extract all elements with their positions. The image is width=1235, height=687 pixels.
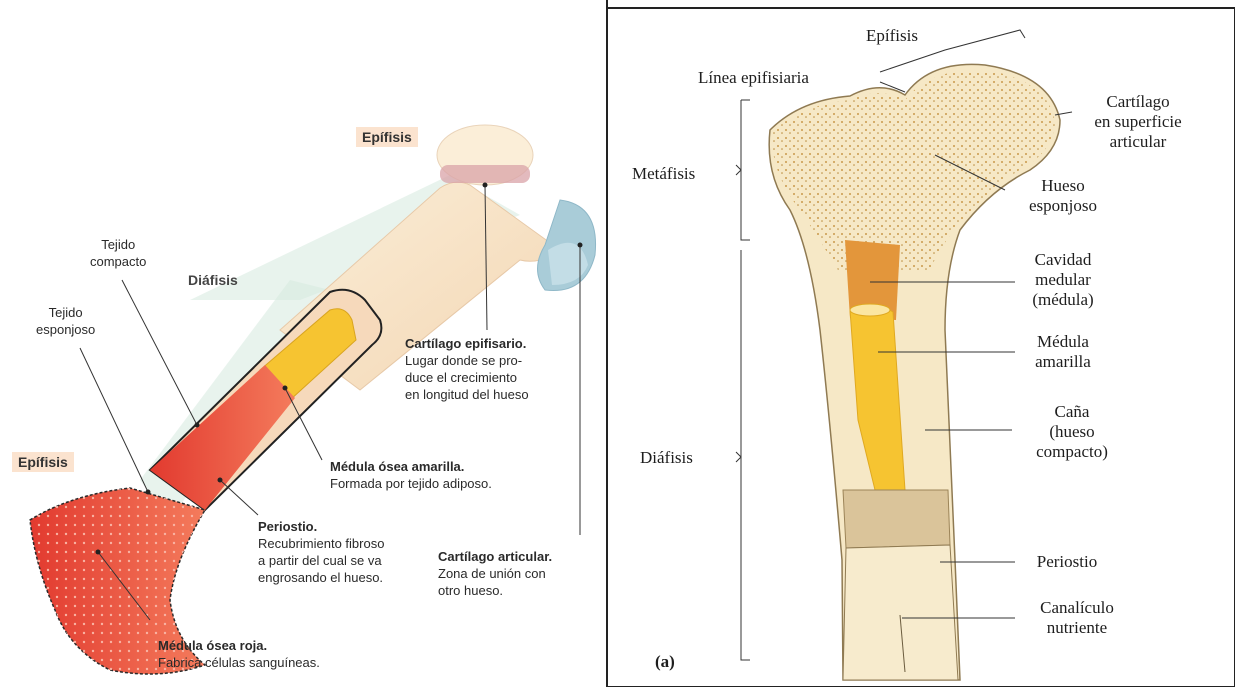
label-periostio-right: Periostio: [1012, 552, 1122, 572]
label-epifisis-top: Epífisis: [356, 127, 418, 147]
label-medula-amarilla-left: Médula ósea amarilla. Formada por tejido…: [330, 458, 492, 492]
label-epifisis-right: Epífisis: [866, 26, 918, 46]
label-medula-roja: Médula ósea roja. Fabrica células sanguí…: [158, 637, 320, 671]
label-metafisis: Metáfisis: [632, 164, 695, 184]
label-epifisis-bottom: Epífisis: [12, 452, 74, 472]
panel-label: (a): [655, 652, 675, 672]
label-diafisis-left: Diáfisis: [188, 272, 238, 289]
periosteum-band: [843, 490, 950, 548]
label-periostio-left: Periostio. Recubrimiento fibroso a parti…: [258, 518, 384, 586]
label-cartilago-epifisario: Cartílago epifisario. Lugar donde se pro…: [405, 335, 529, 403]
epiphyseal-cartilage-band: [440, 165, 530, 183]
label-diafisis-right: Diáfisis: [640, 448, 693, 468]
label-linea-epifisiaria: Línea epifisiaria: [698, 68, 809, 88]
shaft-lower: [843, 545, 958, 680]
label-cartilago-articular: Cartílago articular. Zona de unión con o…: [438, 548, 552, 599]
